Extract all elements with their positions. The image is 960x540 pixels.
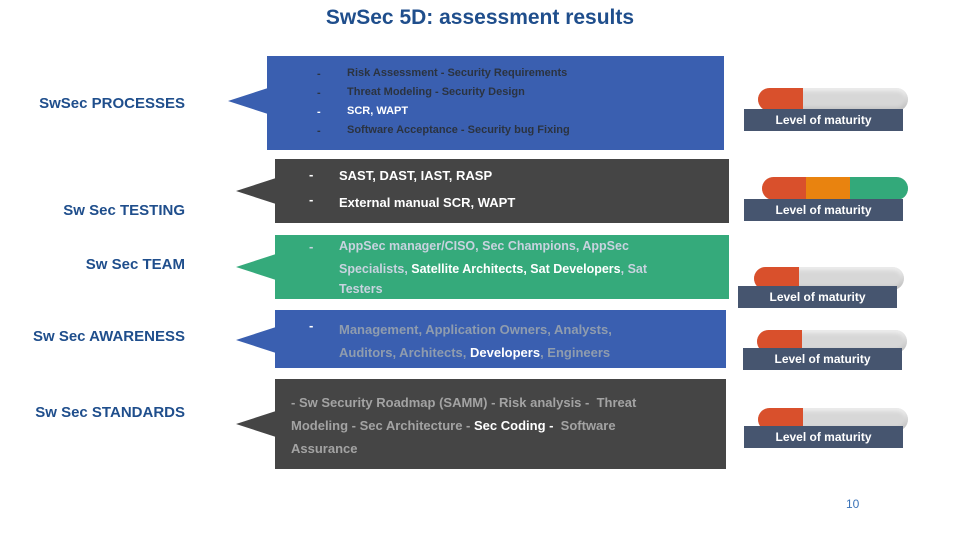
maturity-segment bbox=[762, 177, 806, 200]
text-run: Testers bbox=[339, 282, 383, 296]
list-item-dash: - bbox=[309, 239, 314, 254]
text-run: Modeling - Sec Architecture - bbox=[291, 418, 474, 433]
text-run: Software bbox=[553, 418, 616, 433]
text-run: - Sw Security Roadmap (SAMM) - Risk anal… bbox=[291, 395, 637, 410]
maturity-bar bbox=[757, 330, 907, 353]
list-item-dash: - bbox=[309, 192, 314, 207]
list-item-dash: - bbox=[317, 87, 321, 99]
list-item: Software Acceptance - Security bug Fixin… bbox=[347, 124, 570, 136]
standards-line-3: Assurance bbox=[291, 437, 721, 460]
maturity-gauge-standards: Level of maturity bbox=[744, 408, 910, 454]
maturity-bar bbox=[758, 88, 908, 111]
list-item: Risk Assessment - Security Requirements bbox=[347, 67, 568, 79]
page-number: 10 bbox=[846, 497, 860, 511]
text-run-highlight: Satellite Architects, Sat Developers bbox=[411, 262, 621, 276]
maturity-segment bbox=[754, 267, 799, 290]
maturity-bar bbox=[754, 267, 904, 290]
text-run: Specialists, bbox=[339, 262, 412, 276]
list-item-dash: - bbox=[309, 318, 314, 333]
row-label-processes: SwSec PROCESSES bbox=[39, 95, 185, 112]
standards-callout: - Sw Security Roadmap (SAMM) - Risk anal… bbox=[275, 379, 726, 469]
maturity-label: Level of maturity bbox=[743, 348, 902, 370]
list-item: External manual SCR, WAPT bbox=[339, 195, 516, 210]
awareness-line-1: Management, Application Owners, Analysts… bbox=[339, 318, 724, 341]
maturity-label: Level of maturity bbox=[744, 109, 903, 131]
standards-line-2: Modeling - Sec Architecture - Sec Coding… bbox=[291, 414, 721, 437]
callout-pointer bbox=[236, 254, 276, 280]
team-callout: - AppSec manager/CISO, Sec Champions, Ap… bbox=[275, 235, 729, 299]
maturity-label: Level of maturity bbox=[744, 199, 903, 221]
maturity-segment bbox=[805, 177, 850, 200]
processes-callout: - Risk Assessment - Security Requirement… bbox=[267, 56, 724, 150]
standards-line-1: - Sw Security Roadmap (SAMM) - Risk anal… bbox=[291, 391, 721, 414]
text-run: AppSec manager/CISO bbox=[339, 239, 476, 253]
testing-callout: - SAST, DAST, IAST, RASP - External manu… bbox=[275, 159, 729, 223]
text-run: , Sec Champions, AppSec bbox=[475, 239, 629, 253]
row-label-testing: Sw Sec TESTING bbox=[63, 202, 185, 219]
list-item: SCR, WAPT bbox=[347, 105, 409, 117]
maturity-gauge-testing: Level of maturity bbox=[744, 177, 910, 223]
text-run: Assurance bbox=[291, 441, 358, 456]
maturity-segment bbox=[758, 88, 803, 111]
row-label-awareness: Sw Sec AWARENESS bbox=[33, 328, 185, 345]
list-item-dash: - bbox=[317, 68, 321, 80]
text-run-highlight: Developers bbox=[469, 345, 541, 360]
maturity-gauge-team: Level of maturity bbox=[738, 267, 904, 313]
maturity-gauge-awareness: Level of maturity bbox=[743, 330, 909, 376]
text-run: , Sat bbox=[620, 262, 648, 276]
awareness-line-2: Auditors, Architects, Developers, Engine… bbox=[339, 341, 724, 364]
maturity-label: Level of maturity bbox=[744, 426, 903, 448]
team-text: AppSec manager/CISO, Sec Champions, AppS… bbox=[339, 235, 724, 297]
maturity-segment bbox=[757, 330, 802, 353]
callout-pointer bbox=[236, 327, 276, 353]
team-line-2: Specialists, Satellite Architects, Sat D… bbox=[339, 258, 724, 281]
callout-pointer bbox=[236, 178, 276, 204]
awareness-text: Management, Application Owners, Analysts… bbox=[339, 318, 724, 364]
callout-pointer bbox=[236, 411, 276, 437]
row-label-team: Sw Sec TEAM bbox=[85, 256, 185, 273]
list-item: SAST, DAST, IAST, RASP bbox=[339, 168, 493, 183]
callout-pointer bbox=[228, 88, 268, 114]
maturity-segment bbox=[758, 408, 803, 431]
standards-text: - Sw Security Roadmap (SAMM) - Risk anal… bbox=[291, 391, 721, 460]
text-run: Auditors, Architects, bbox=[339, 345, 470, 360]
list-item-dash: - bbox=[317, 106, 321, 118]
list-item-dash: - bbox=[317, 125, 321, 137]
maturity-segment bbox=[849, 177, 908, 200]
text-run: , Engineers bbox=[540, 345, 611, 360]
row-label-standards: Sw Sec STANDARDS bbox=[35, 404, 185, 421]
text-run: Management, Application Owners, Analysts… bbox=[339, 322, 612, 337]
team-line-1: AppSec manager/CISO, Sec Champions, AppS… bbox=[339, 235, 724, 258]
maturity-bar bbox=[758, 408, 908, 431]
text-run-highlight: Sec Coding - bbox=[474, 418, 554, 433]
list-item: Threat Modeling - Security Design bbox=[347, 86, 525, 98]
maturity-label: Level of maturity bbox=[738, 286, 897, 308]
awareness-callout: - Management, Application Owners, Analys… bbox=[275, 310, 726, 368]
list-item-dash: - bbox=[309, 167, 314, 182]
maturity-gauge-processes: Level of maturity bbox=[744, 88, 910, 134]
maturity-bar bbox=[762, 177, 908, 200]
slide-title: SwSec 5D: assessment results bbox=[325, 6, 635, 29]
team-line-3: Testers bbox=[339, 281, 724, 297]
